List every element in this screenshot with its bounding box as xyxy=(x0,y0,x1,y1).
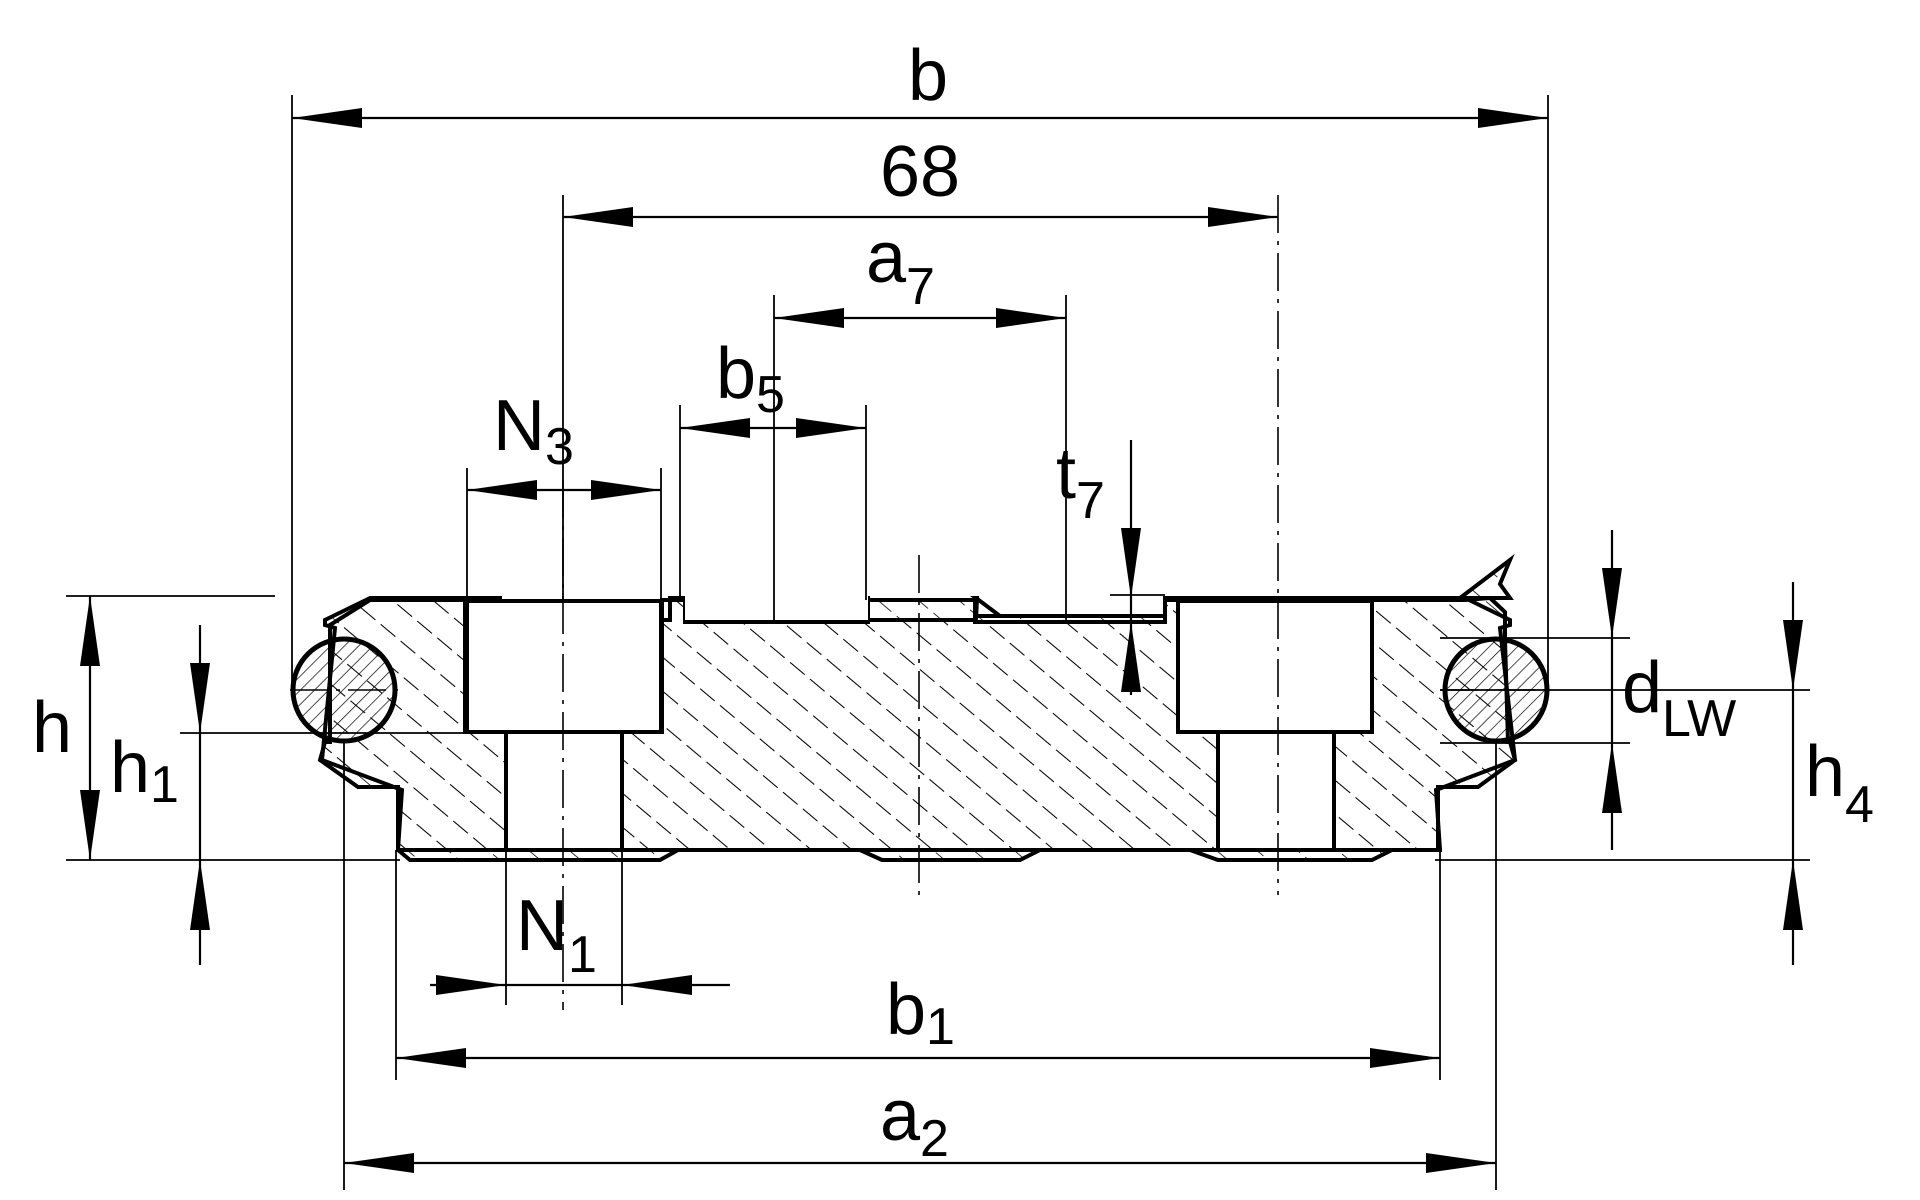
dim-h4 xyxy=(1783,582,1803,965)
label-b: b xyxy=(908,36,948,116)
label-t7: t7 xyxy=(1056,434,1105,530)
dim-a7 xyxy=(774,308,1066,328)
label-b1: b1 xyxy=(886,970,955,1056)
dim-a2 xyxy=(344,1153,1496,1173)
label-b5: b5 xyxy=(716,334,785,424)
label-a2: a2 xyxy=(880,1076,949,1168)
label-h4: h4 xyxy=(1805,732,1874,834)
dim-b xyxy=(292,108,1548,128)
label-h1: h1 xyxy=(110,728,179,814)
dim-b5 xyxy=(680,418,866,438)
dim-h xyxy=(80,596,100,860)
dim-N1 xyxy=(430,975,730,995)
label-N1: N1 xyxy=(516,886,597,984)
dim-t7 xyxy=(1121,440,1141,695)
label-dLW: dLW xyxy=(1622,648,1736,748)
label-a7: a7 xyxy=(866,218,935,316)
label-N3: N3 xyxy=(493,386,574,476)
dim-68 xyxy=(563,207,1278,227)
dim-h1 xyxy=(190,625,210,965)
left-counterbore xyxy=(465,599,663,852)
label-68: 68 xyxy=(880,132,960,212)
label-h: h xyxy=(32,688,72,768)
center-recess xyxy=(685,560,868,620)
right-counterbore xyxy=(1176,599,1374,852)
dim-dLW xyxy=(1602,530,1622,850)
dim-b1 xyxy=(396,1048,1440,1068)
dim-N3 xyxy=(467,480,661,500)
